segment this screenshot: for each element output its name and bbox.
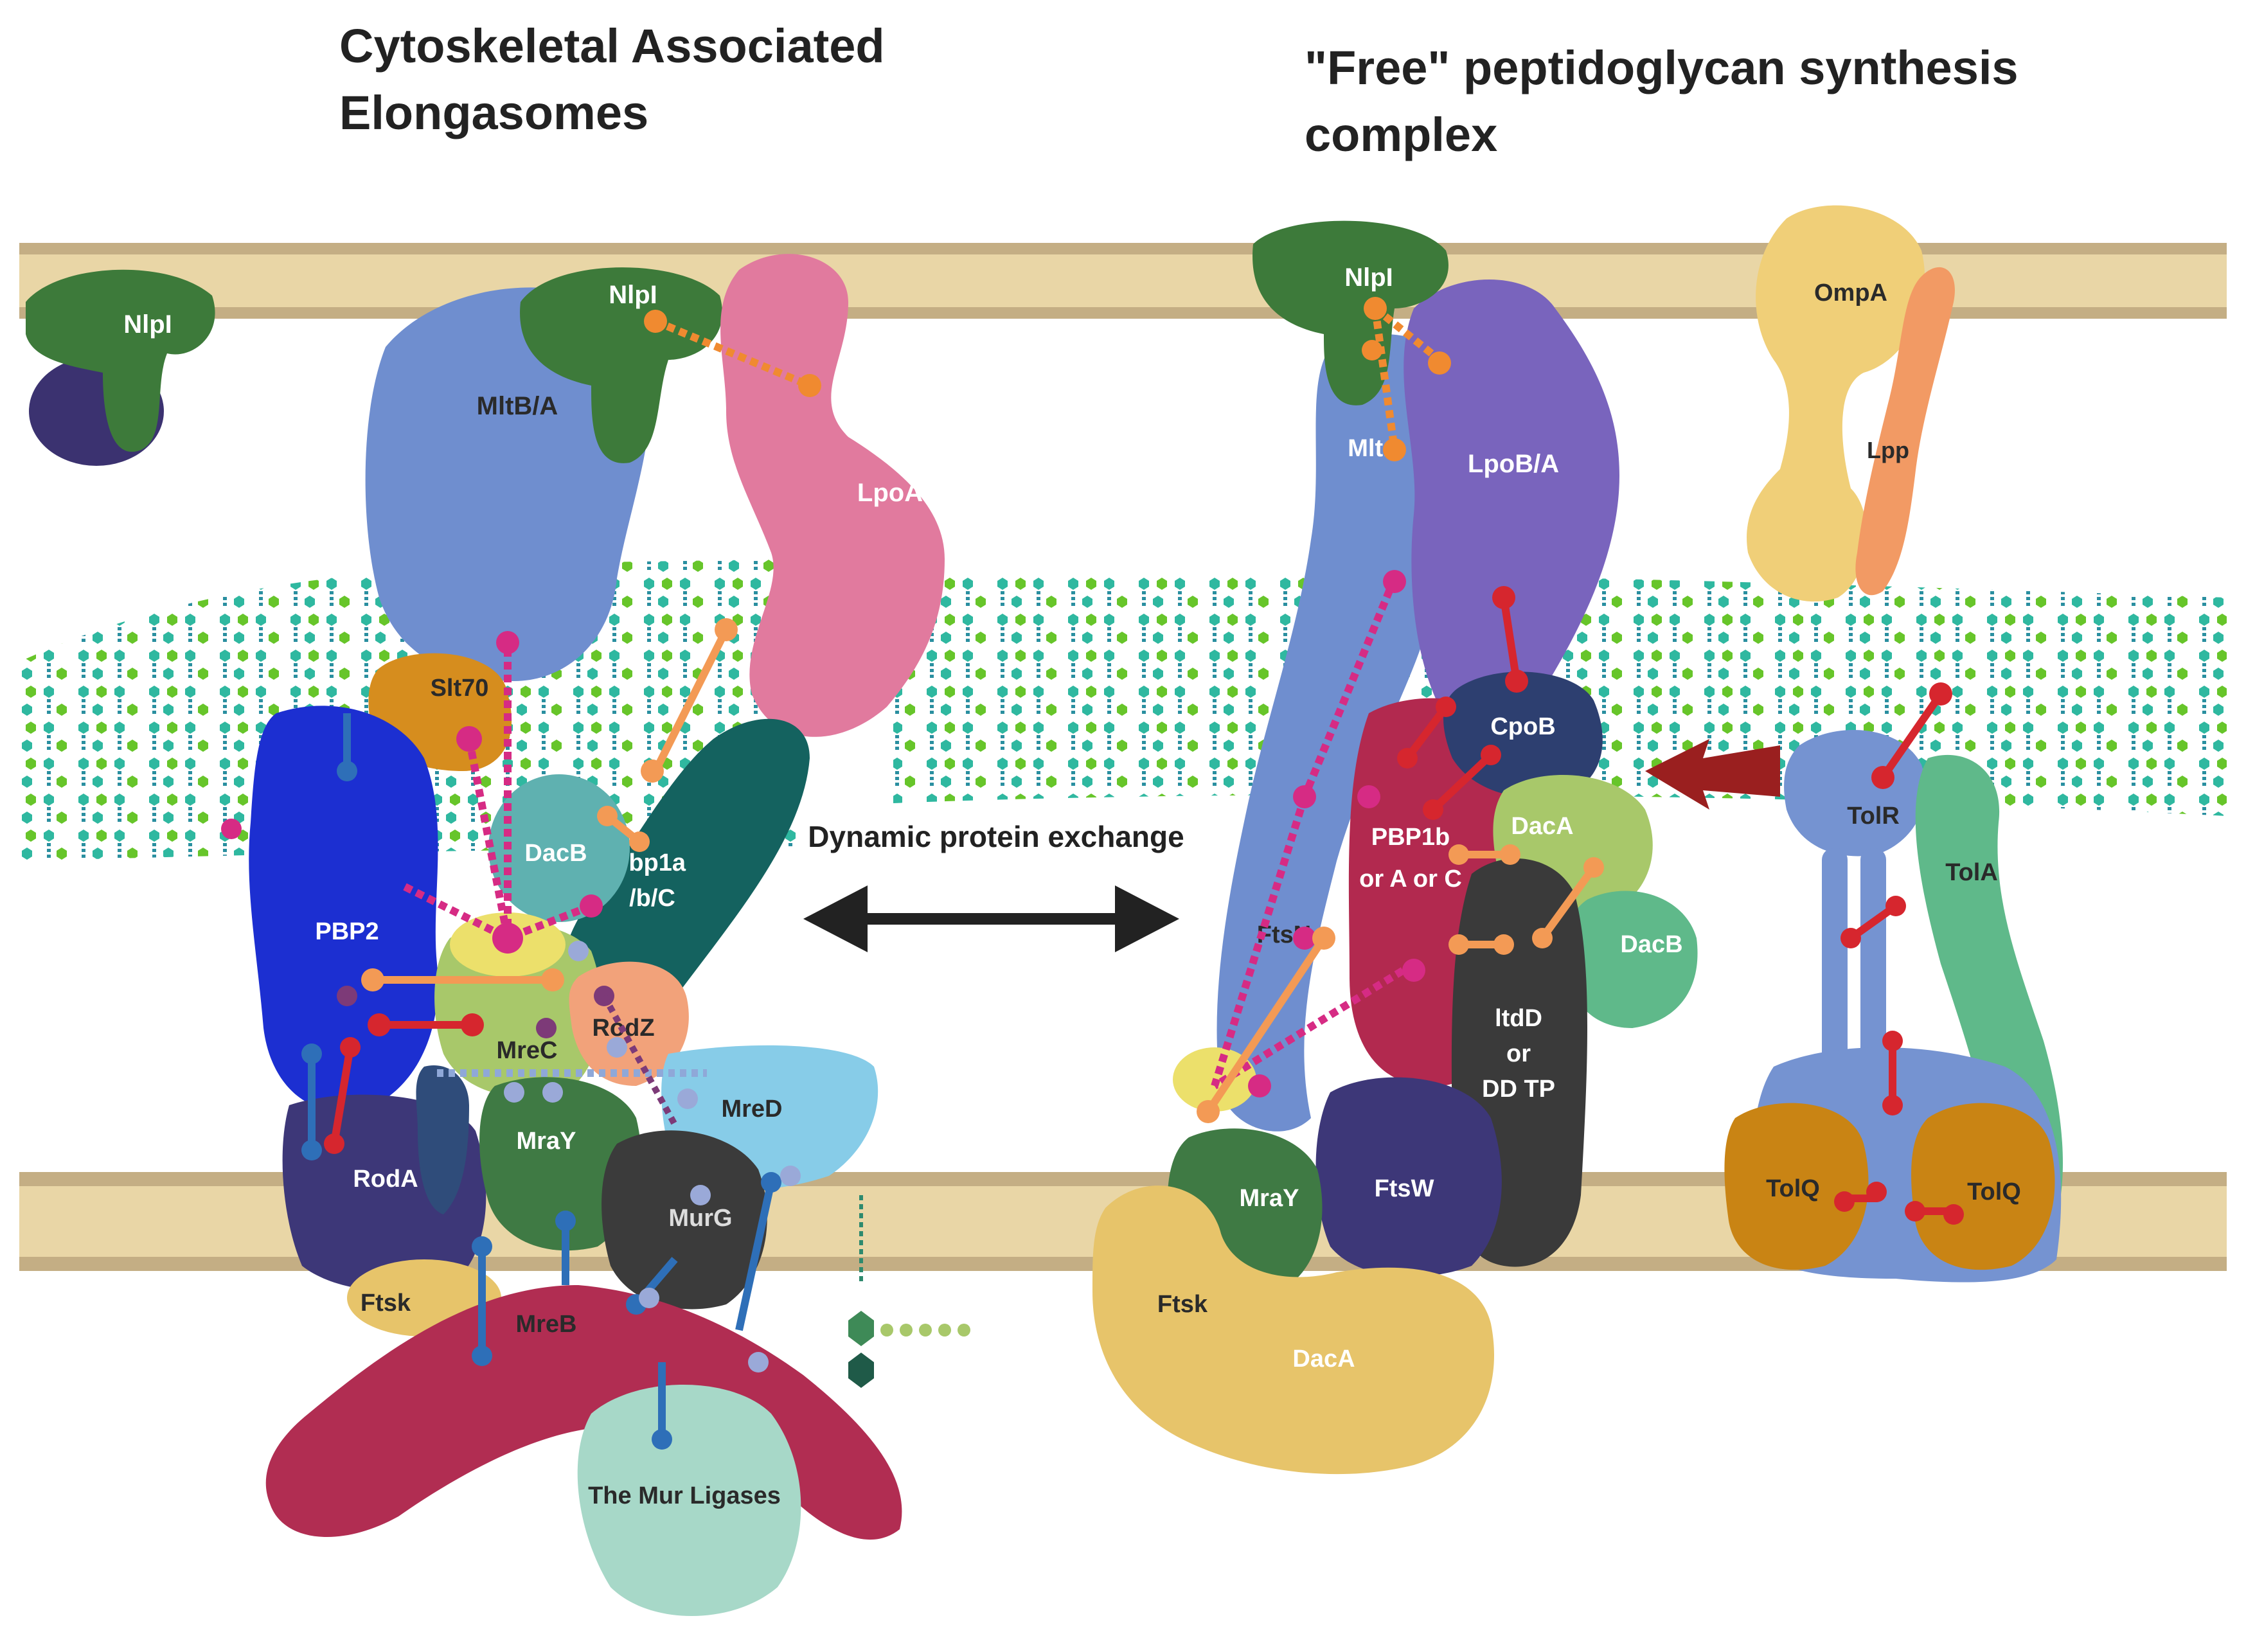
- daca-top-label: DacA: [1511, 813, 1573, 840]
- lpoa-protein: LpoA: [720, 254, 945, 737]
- nlpi-label: NlpI: [609, 281, 657, 309]
- left-interaction-links: [221, 310, 821, 1450]
- ompa-protein: OmpA: [1747, 205, 1925, 602]
- right-panel-title: "Free" peptidoglycan synthesis complex: [1305, 35, 2019, 168]
- mrec-label: MreC: [496, 1037, 557, 1064]
- murg-protein: MurG: [602, 1130, 767, 1310]
- lpoba-label: LpoB/A: [1468, 450, 1559, 478]
- mltba-label: MltB/A: [477, 392, 558, 420]
- dynamic-exchange-label: Dynamic protein exchange: [808, 820, 1184, 853]
- mlt-label: Mlt.: [1348, 435, 1389, 462]
- mray-right-label: MraY: [1240, 1185, 1299, 1212]
- ftsn-protein: Mlt. FtsN: [1217, 334, 1475, 1132]
- mur-ligases-label: The Mur Ligases: [588, 1482, 781, 1509]
- tolq-right-label: TolQ: [1967, 1178, 2021, 1205]
- dacb-right-label: DacB: [1620, 931, 1682, 958]
- pbp1b-label-line2: or A or C: [1359, 866, 1462, 893]
- ldtd-label-line1: ltdD: [1495, 1005, 1542, 1032]
- ftsk-right-label: Ftsk: [1157, 1291, 1208, 1318]
- right-title-line2: complex: [1305, 108, 1498, 161]
- right-complex: Mlt. FtsN LpoB/A NlpI OmpA Lpp PBP1b or …: [1092, 205, 2063, 1475]
- dacb-left-label: DacB: [524, 840, 587, 867]
- dynamic-exchange-arrow: Dynamic protein exchange: [803, 820, 1184, 952]
- tola-label: TolA: [1945, 859, 1998, 886]
- left-title-line1: Cytoskeletal Associated: [339, 19, 885, 73]
- tolq-left-label: TolQ: [1766, 1175, 1820, 1202]
- ftsk-left-label: Ftsk: [361, 1290, 411, 1317]
- tol-pal-arrow: [1645, 739, 1780, 810]
- left-panel-title: Cytoskeletal Associated Elongasomes: [339, 13, 885, 147]
- mray-left-label: MraY: [517, 1128, 576, 1155]
- right-interaction-links: [1197, 297, 1964, 1225]
- lpp-protein: Lpp: [1855, 267, 1955, 596]
- mreb-protein: MreB: [265, 1285, 902, 1540]
- nlpi-free-label: NlpI: [123, 310, 172, 339]
- ftsw-label: FtsW: [1375, 1175, 1434, 1202]
- ldtd-label-line2: or: [1506, 1040, 1531, 1067]
- lpoa-label: LpoA: [857, 479, 923, 507]
- nlpi-right-protein: NlpI: [1252, 220, 1448, 405]
- tolq-cluster: TolQ TolQ: [1724, 1047, 2062, 1283]
- left-complex: NlpI MltB/A NlpI LpoA Pbp1a /b/C DacB: [26, 254, 970, 1616]
- mltba-protein: MltB/A: [365, 287, 652, 681]
- right-title-line1: "Free" peptidoglycan synthesis: [1305, 41, 2019, 94]
- cpob-label: CpoB: [1490, 713, 1555, 740]
- ompa-label: OmpA: [1814, 280, 1887, 306]
- mred-label: MreD: [721, 1096, 782, 1123]
- murg-label: MurG: [668, 1205, 732, 1232]
- pbp2-protein: PBP2: [249, 706, 438, 1113]
- nlpi-right-label: NlpI: [1344, 263, 1393, 292]
- left-title-line2: Elongasomes: [339, 86, 649, 139]
- lpp-label: Lpp: [1867, 437, 1909, 463]
- ftsw-protein: FtsW: [1315, 1077, 1502, 1277]
- roda-label: RodA: [353, 1166, 418, 1193]
- mreb-label: MreB: [515, 1311, 576, 1338]
- tolr-label: TolR: [1847, 803, 1900, 830]
- pbp1a-label-line2: /b/C: [629, 885, 675, 912]
- pbp2-label: PBP2: [315, 918, 379, 945]
- pbp1b-label-line1: PBP1b: [1371, 824, 1450, 851]
- daca-bottom-label: DacA: [1292, 1346, 1355, 1372]
- slt70-label: Slt70: [431, 675, 489, 702]
- ldtd-label-line3: DD TP: [1482, 1076, 1555, 1103]
- mur-ligases-protein: The Mur Ligases: [577, 1385, 801, 1616]
- dacb-right-protein: DacB: [1568, 891, 1698, 1028]
- lpoba-protein: LpoB/A: [1404, 280, 1619, 727]
- dacb-left-protein: DacB: [488, 774, 630, 922]
- nlpi-free-protein: NlpI: [26, 269, 215, 466]
- lipid-anchor: [848, 1195, 970, 1388]
- ftsk-right-protein: Ftsk DacA: [1092, 1047, 1494, 1475]
- mray-left-protein: MraY: [479, 1077, 641, 1251]
- nlpi-protein: NlpI: [520, 267, 722, 463]
